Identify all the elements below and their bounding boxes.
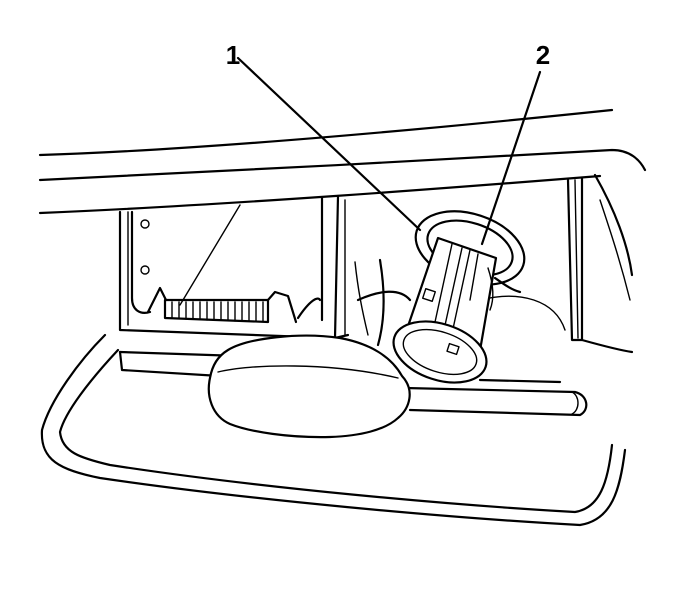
callout-2-label: 2 — [536, 40, 550, 70]
dashboard-rim — [38, 108, 647, 215]
ashtray-grille — [171, 301, 264, 322]
rubber-cap — [207, 334, 411, 439]
power-outlet-socket — [392, 210, 526, 384]
leader-line-1 — [236, 56, 422, 232]
leader-lines — [179, 56, 542, 306]
callout-1-label: 1 — [226, 40, 240, 70]
leader-line-2 — [480, 70, 542, 246]
right-side-panel — [566, 173, 634, 354]
ashtray-compartment — [118, 194, 350, 340]
